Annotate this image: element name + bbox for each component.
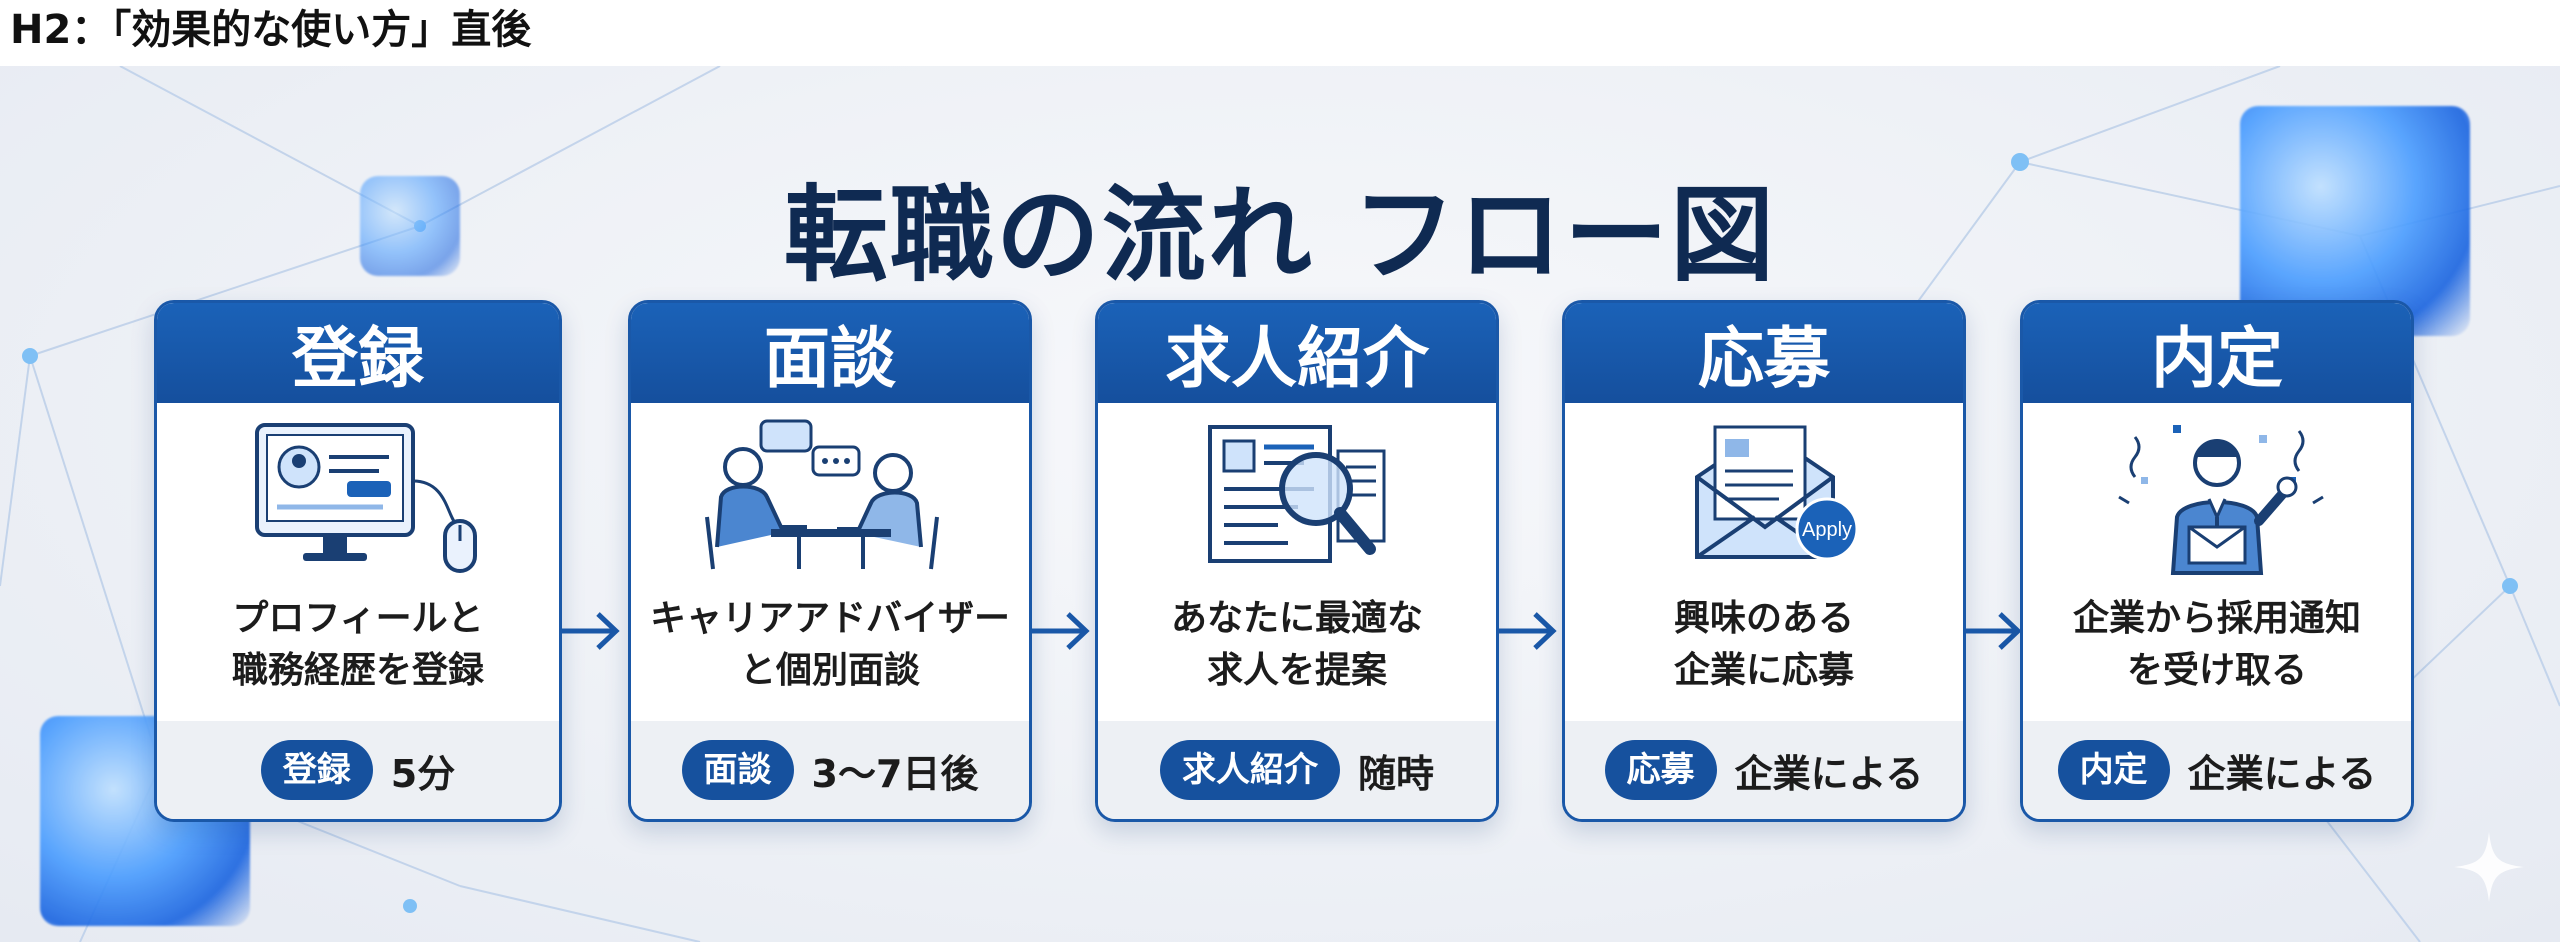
step-title: 面談 — [631, 303, 1029, 403]
document-search-icon — [1208, 425, 1386, 563]
step-card-job-introduction: 求人紹介 あなたに最適な 求人を提案 求人紹介 随時 — [1095, 300, 1499, 822]
arrow-right-icon — [1499, 612, 1557, 650]
step-time: 5分 — [390, 751, 456, 796]
step-description: 企業から採用通知 を受け取る — [2072, 598, 2361, 691]
step-description: プロフィールと 職務経歴を登録 — [231, 598, 484, 691]
step-title: 内定 — [2023, 303, 2411, 403]
step-duration: 応募 企業による — [1565, 721, 1963, 819]
celebrating-person-icon — [2118, 425, 2324, 575]
step-time: 企業による — [1734, 751, 1924, 796]
step-title: 求人紹介 — [1098, 303, 1496, 403]
step-card-registration: 登録 プロフィールと 職務経歴を登録 登録 5分 — [154, 300, 562, 822]
step-title: 登録 — [157, 303, 559, 403]
step-duration: 登録 5分 — [157, 721, 559, 819]
step-description: 興味のある 企業に応募 — [1673, 598, 1854, 691]
step-description: あなたに最適な 求人を提案 — [1170, 598, 1423, 691]
diagram-title: 転職の流れ フロー図 — [783, 174, 1777, 296]
envelope-apply-icon: Apply — [1695, 425, 1859, 561]
step-card-interview: 面談 キャリアアドバイザー と個別面談 面談 3〜7日後 — [628, 300, 1032, 822]
computer-profile-icon — [255, 423, 477, 573]
step-badge: 応募 — [1604, 740, 1717, 800]
top-bar: H2：「効果的な使い方」直後 — [0, 0, 2560, 66]
section-heading: H2：「効果的な使い方」直後 — [10, 7, 532, 53]
step-badge: 内定 — [2057, 740, 2170, 800]
flow-diagram-canvas: 転職の流れ フロー図 登録 プロフィールと 職務経歴を登録 登録 5分 — [0, 66, 2560, 942]
counseling-people-icon — [705, 419, 939, 570]
step-time: 随時 — [1357, 751, 1434, 796]
step-badge: 登録 — [260, 740, 373, 800]
step-card-application: 応募 Apply 興味のある 企業に応募 応募 企業による — [1562, 300, 1966, 822]
arrow-right-icon — [562, 612, 620, 650]
step-badge: 面談 — [681, 740, 794, 800]
arrow-right-icon — [1032, 612, 1090, 650]
glow-cube-decoration — [2240, 106, 2470, 336]
step-card-offer: 内定 企業から採用通知 を受け取る 内定 — [2020, 300, 2414, 822]
step-duration: 求人紹介 随時 — [1098, 721, 1496, 819]
sparkle-icon — [2454, 832, 2524, 902]
apply-label: Apply — [1802, 519, 1852, 541]
step-description: キャリアアドバイザー と個別面談 — [649, 598, 1010, 691]
step-time: 3〜7日後 — [811, 751, 979, 796]
glow-cube-decoration — [360, 176, 460, 276]
step-title: 応募 — [1565, 303, 1963, 403]
arrow-right-icon — [1964, 612, 2022, 650]
step-duration: 面談 3〜7日後 — [631, 721, 1029, 819]
step-duration: 内定 企業による — [2023, 721, 2411, 819]
step-time: 企業による — [2187, 751, 2377, 796]
step-badge: 求人紹介 — [1159, 740, 1340, 800]
